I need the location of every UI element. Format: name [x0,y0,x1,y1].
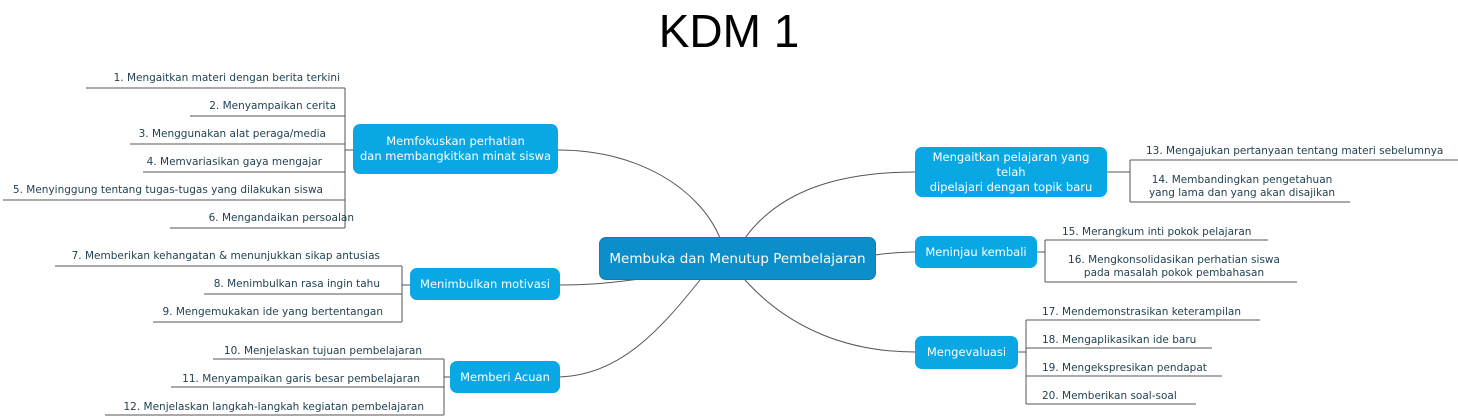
leaf-8: 8. Menimbulkan rasa ingin tahu [213,278,380,290]
branch-memberi-acuan[interactable]: Memberi Acuan [450,361,560,393]
leaf-9: 9. Mengemukakan ide yang bertentangan [162,306,383,318]
leaf-15: 15. Merangkum inti pokok pelajaran [1062,226,1252,238]
leaf-18: 18. Mengaplikasikan ide baru [1042,334,1197,346]
leaf-14: 14. Membandingkan pengetahuan yang lama … [1148,174,1336,199]
leaf-4: 4. Memvariasikan gaya mengajar [146,156,322,168]
bracket-b4 [1107,160,1131,202]
leaf-12: 12. Menjelaskan langkah-langkah kegiatan… [123,401,425,413]
branch-mengaitkan-pelajaran[interactable]: Mengaitkan pelajaran yang telah dipelaja… [915,147,1107,197]
branch-meninjau-kembali[interactable]: Meninjau kembali [915,236,1037,268]
leaf-17: 17. Mendemonstrasikan keterampilan [1042,306,1242,318]
leaf-3: 3. Menggunakan alat peraga/media [138,128,326,140]
leaf-13: 13. Mengajukan pertanyaan tentang materi… [1146,145,1444,157]
branch-menimbulkan-motivasi[interactable]: Menimbulkan motivasi [410,268,560,300]
link-central-b2 [559,278,641,286]
bracket-b1 [344,88,353,228]
leaf-20: 20. Memberikan soal-soal [1042,390,1177,402]
leaf-10: 10. Menjelaskan tujuan pembelajaran [223,345,422,357]
leaf-2: 2. Menyampaikan cerita [209,100,336,112]
leaf-11: 11. Menyampaikan garis besar pembelajara… [182,373,420,385]
link-central-b6 [744,279,916,353]
diagram-title: KDM 1 [658,5,800,57]
leaf-5: 5. Menyinggung tentang tugas-tugas yang … [12,184,323,196]
link-central-b3 [559,279,701,378]
link-central-b4 [744,171,916,239]
leaf-19: 19. Mengekspresikan pendapat [1042,362,1207,374]
leaf-1: 1. Mengaitkan materi dengan berita terki… [113,72,340,84]
leaf-7: 7. Memberikan kehangatan & menunjukkan s… [71,250,380,262]
bracket-b5 [1037,240,1046,282]
leaf-16: 16. Mengkonsolidasikan perhatian siswa p… [1068,254,1280,279]
bracket-b2 [401,266,410,322]
link-central-b5 [874,251,916,256]
bracket-b6 [1018,320,1027,404]
link-central-b1 [557,149,721,239]
leaf-6: 6. Mengandaikan persoalan [208,212,354,224]
central-topic[interactable]: Membuka dan Menutup Pembelajaran [599,237,876,280]
branch-mengevaluasi[interactable]: Mengevaluasi [915,336,1018,369]
branch-memfokuskan-perhatian[interactable]: Memfokuskan perhatian dan membangkitkan … [353,124,558,174]
